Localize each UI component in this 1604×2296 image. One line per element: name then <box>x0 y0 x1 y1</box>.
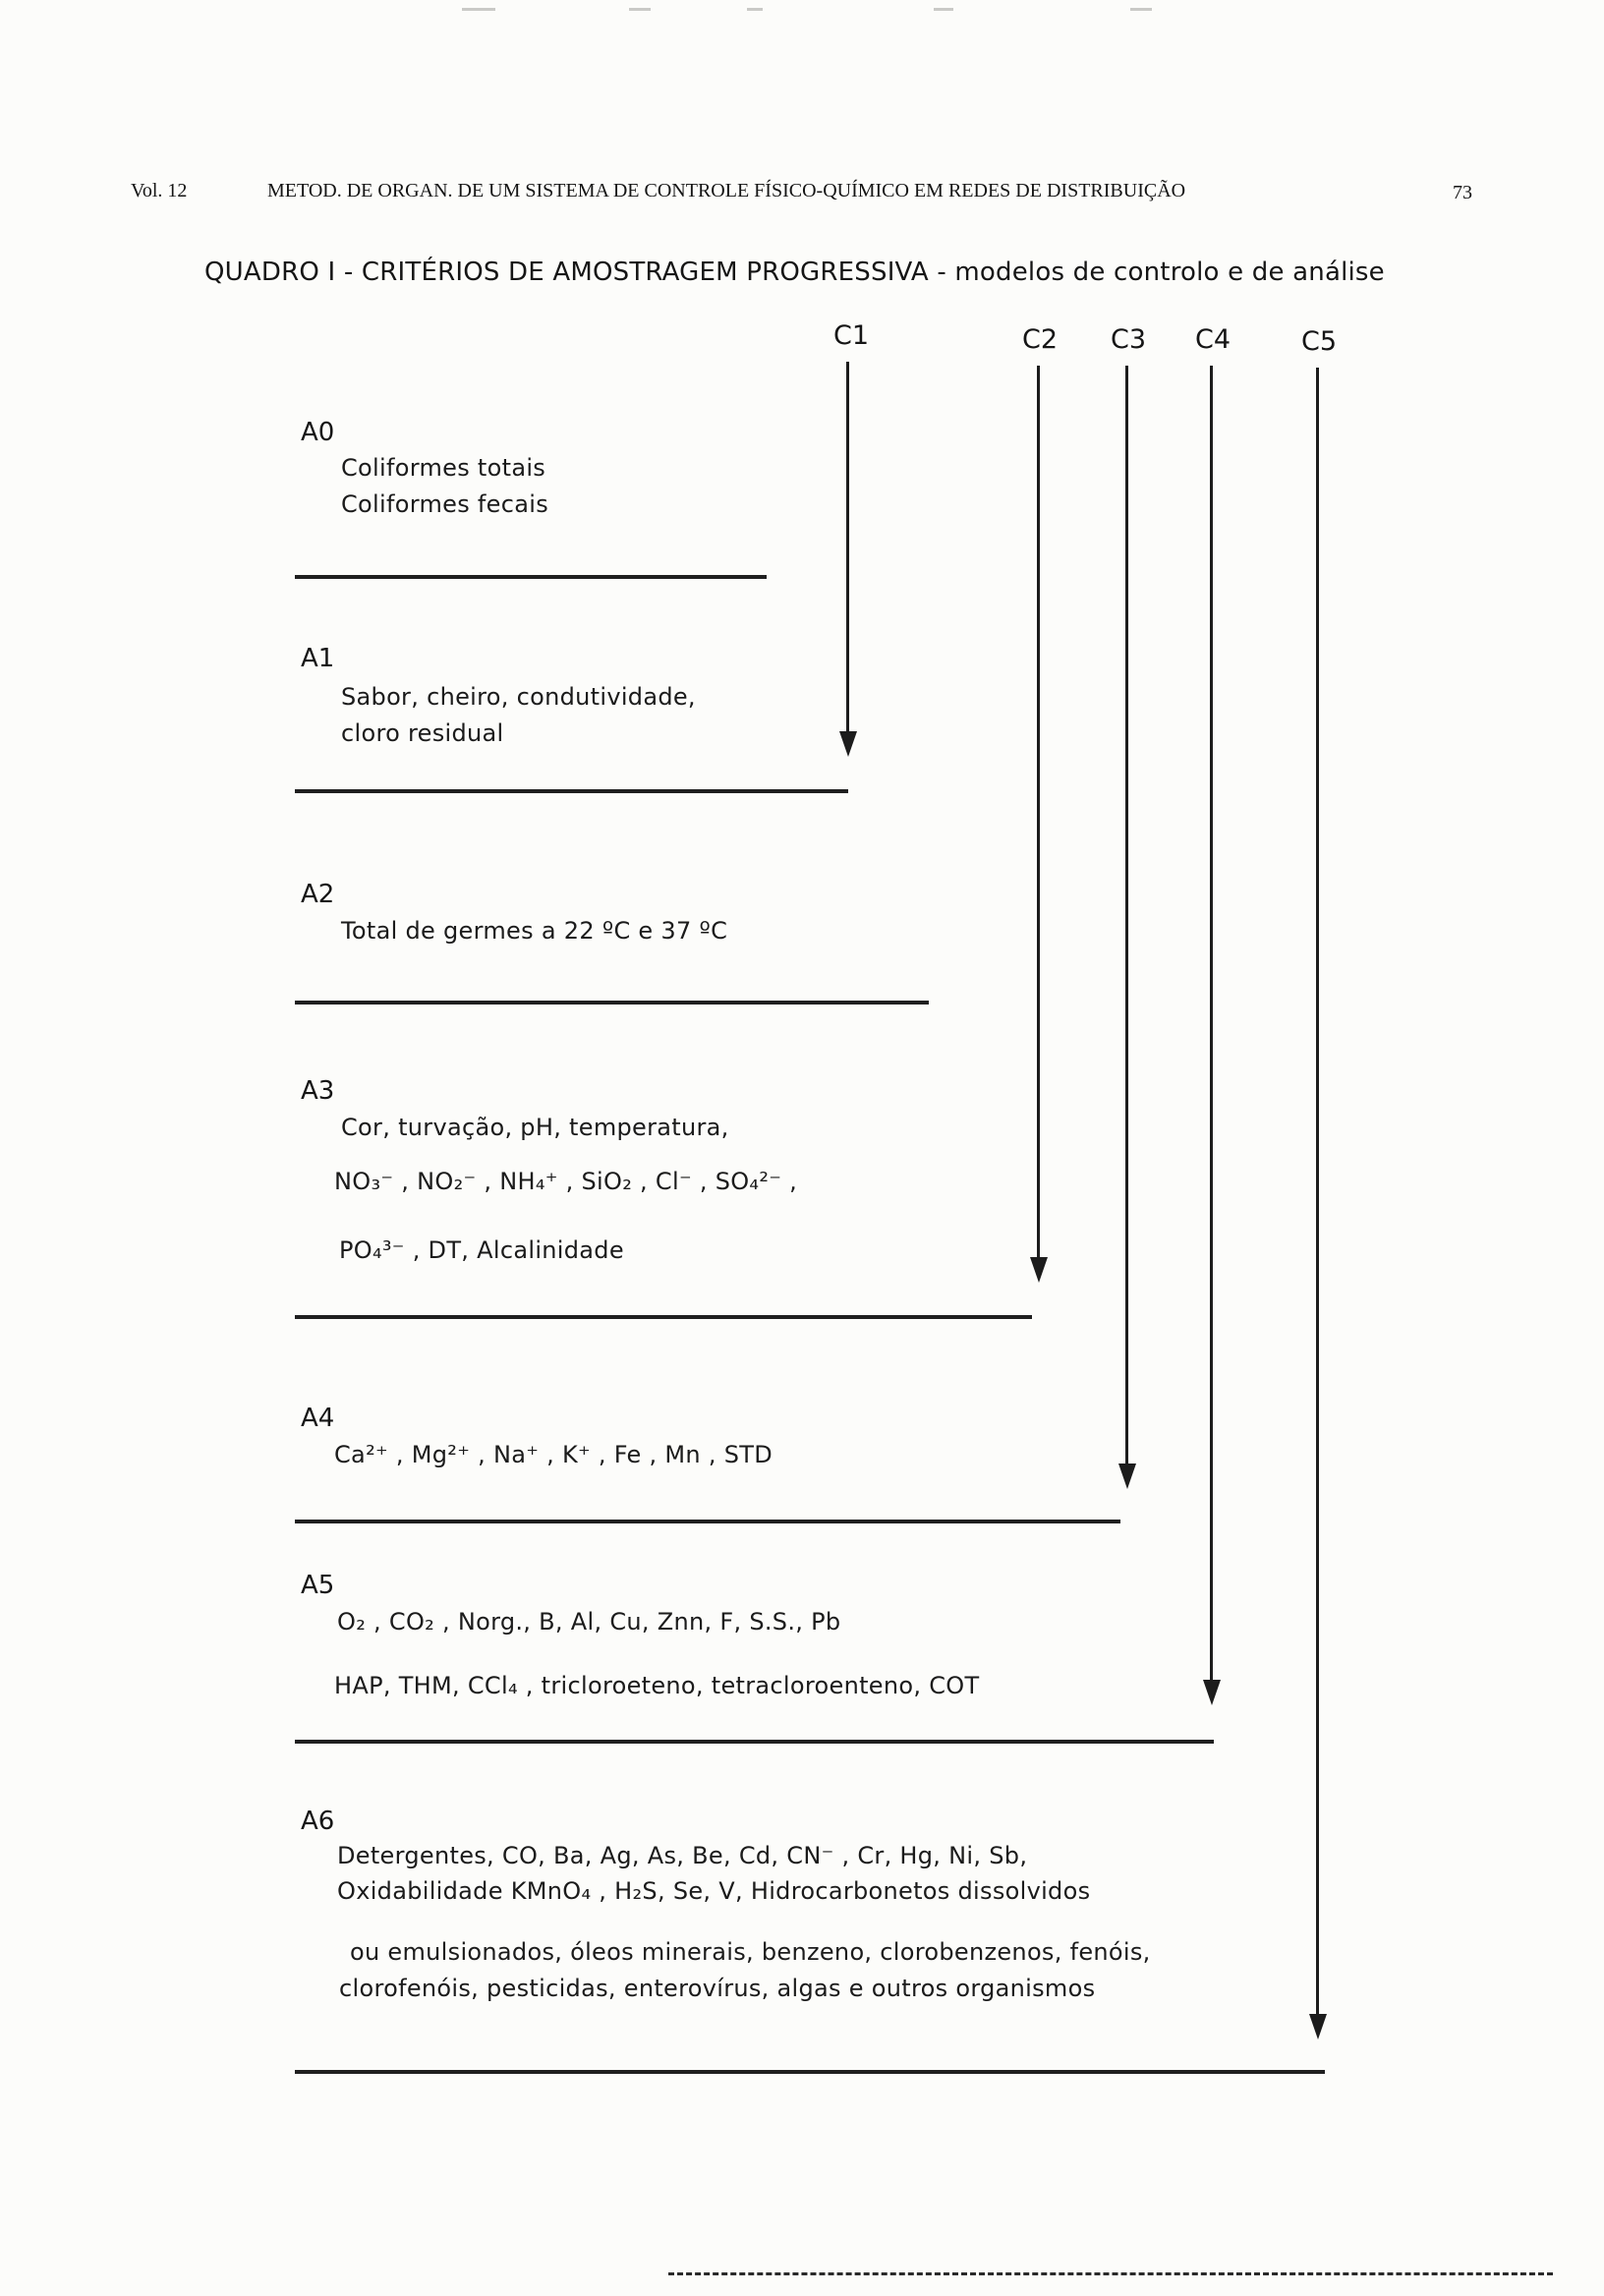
section-a3-line: PO₄³⁻ , DT, Alcalinidade <box>339 1236 624 1264</box>
section-a4-rule <box>295 1520 1120 1523</box>
column-label-c5: C5 <box>1301 326 1338 357</box>
scan-artifact <box>747 8 763 11</box>
scan-artifact-dashed-line <box>668 2272 1553 2275</box>
column-label-c1: C1 <box>833 320 870 351</box>
section-a2-rule <box>295 1001 929 1004</box>
section-a0-rule <box>295 575 767 579</box>
scan-artifact <box>1130 8 1152 11</box>
section-a6-line: Detergentes, CO, Ba, Ag, As, Be, Cd, CN⁻… <box>337 1842 1028 1869</box>
arrow-line-c1 <box>846 362 849 733</box>
arrow-head-c2 <box>1030 1257 1048 1283</box>
arrow-head-c1 <box>839 731 857 757</box>
section-a3-line: Cor, turvação, pH, temperatura, <box>341 1114 729 1141</box>
journal-volume: Vol. 12 <box>131 180 188 201</box>
page-number: 73 <box>1453 182 1472 203</box>
section-a2-line: Total de germes a 22 ºC e 37 ºC <box>341 917 728 945</box>
section-a0-line: Coliformes totais <box>341 454 546 482</box>
section-a4-label: A4 <box>301 1404 335 1433</box>
scan-artifact <box>629 8 651 11</box>
column-label-c2: C2 <box>1022 324 1059 355</box>
arrow-head-c4 <box>1203 1680 1221 1705</box>
scan-artifact <box>934 8 953 11</box>
section-a0-label: A0 <box>301 418 335 447</box>
section-a1-label: A1 <box>301 644 335 673</box>
column-label-c4: C4 <box>1195 324 1232 355</box>
section-a0-line: Coliformes fecais <box>341 490 549 518</box>
section-a5-label: A5 <box>301 1571 335 1600</box>
section-a1-line: Sabor, cheiro, condutividade, <box>341 683 696 711</box>
arrow-line-c5 <box>1316 368 1319 2016</box>
arrow-line-c3 <box>1125 366 1128 1465</box>
section-a3-rule <box>295 1315 1032 1319</box>
arrow-line-c2 <box>1037 366 1040 1259</box>
arrow-head-c3 <box>1118 1464 1136 1489</box>
section-a6-line: ou emulsionados, óleos minerais, benzeno… <box>350 1938 1151 1966</box>
section-a3-label: A3 <box>301 1076 335 1106</box>
section-a4-line: Ca²⁺ , Mg²⁺ , Na⁺ , K⁺ , Fe , Mn , STD <box>334 1441 773 1468</box>
section-a6-line: Oxidabilidade KMnO₄ , H₂S, Se, V, Hidroc… <box>337 1877 1091 1905</box>
arrow-line-c4 <box>1210 366 1213 1682</box>
arrow-head-c5 <box>1309 2014 1327 2039</box>
section-a5-line: O₂ , CO₂ , Norg., B, Al, Cu, Znn, F, S.S… <box>337 1608 841 1636</box>
scan-artifact <box>462 8 495 11</box>
section-a1-line: cloro residual <box>341 719 504 747</box>
figure-title: QUADRO I - CRITÉRIOS DE AMOSTRAGEM PROGR… <box>204 258 1385 287</box>
section-a6-rule <box>295 2070 1325 2074</box>
running-title: METOD. DE ORGAN. DE UM SISTEMA DE CONTRO… <box>267 180 1186 201</box>
section-a5-rule <box>295 1740 1214 1744</box>
section-a6-line: clorofenóis, pesticidas, enterovírus, al… <box>339 1975 1096 2002</box>
section-a3-line: NO₃⁻ , NO₂⁻ , NH₄⁺ , SiO₂ , Cl⁻ , SO₄²⁻ … <box>334 1168 798 1195</box>
section-a5-line: HAP, THM, CCl₄ , tricloroeteno, tetraclo… <box>334 1672 980 1699</box>
section-a2-label: A2 <box>301 880 335 909</box>
column-label-c3: C3 <box>1111 324 1147 355</box>
section-a1-rule <box>295 789 848 793</box>
section-a6-label: A6 <box>301 1807 335 1836</box>
